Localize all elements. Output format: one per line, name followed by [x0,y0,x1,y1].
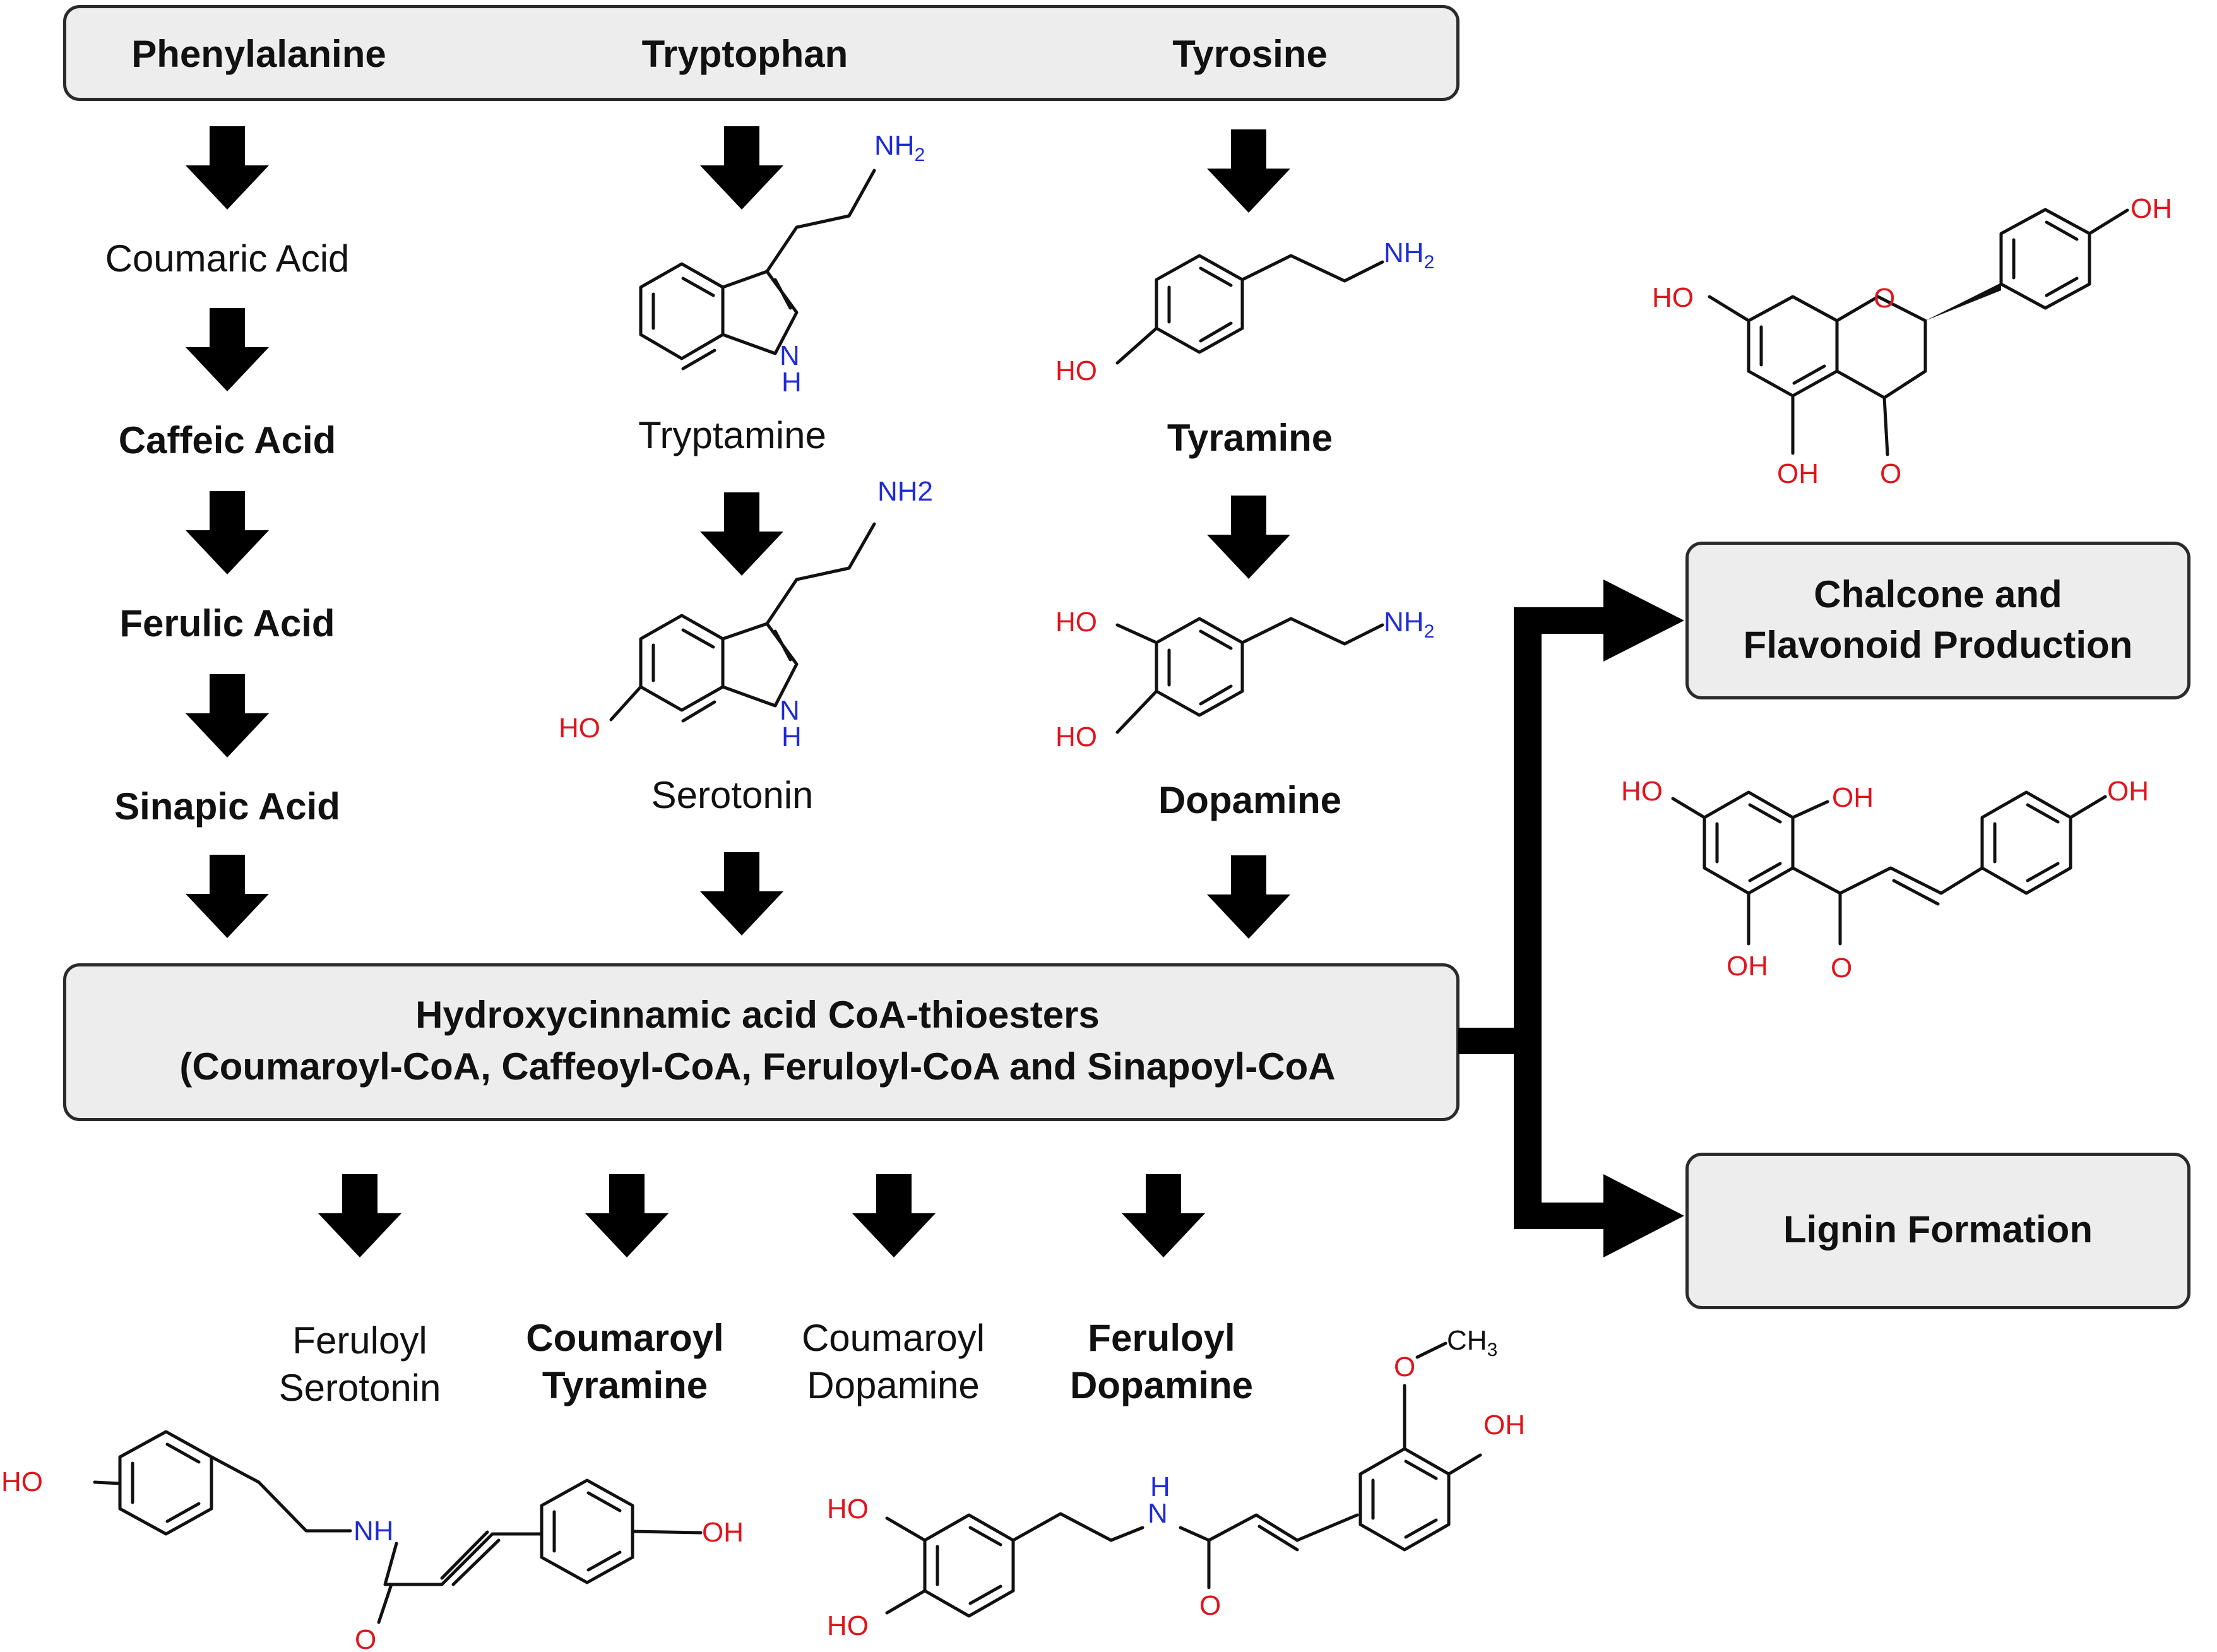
label-sinapic-acid: Sinapic Acid [114,785,340,828]
label-serotonin: Serotonin [651,774,814,816]
naringenin-structure [1708,208,2129,456]
product-name-line1: Feruloyl [292,1319,427,1362]
atom-oh: OH [2131,193,2172,224]
product-name-line2: Tyramine [542,1364,708,1406]
atom-ch3: CH3 [1447,1325,1497,1360]
atom-n: N [1148,1498,1168,1529]
atom-oh: OH [1483,1410,1525,1441]
atom-nh2: NH2 [1384,237,1434,273]
serotonin-structure [609,522,876,723]
atom-ho: HO [1621,776,1663,807]
atom-ho: HO [827,1494,869,1524]
amino-acids-box [63,5,1459,101]
product-name-line1: Feruloyl [1088,1317,1235,1359]
arrow-down [186,855,269,938]
arrow-down [585,1174,669,1257]
chalcone-label: Chalcone and [1814,573,2062,615]
label-tryptamine: Tryptamine [638,414,826,456]
label-ferulic-acid: Ferulic Acid [119,602,335,645]
atom-ho: HO [1055,607,1097,638]
tyramine-structure [1115,254,1384,365]
chalcone-structure [1671,790,2107,946]
label-phenylalanine: Phenylalanine [131,33,386,75]
atom-o: O [1199,1590,1221,1621]
label-coumaroyl-dopamine: Coumaroyl Dopamine [767,1314,1019,1409]
atom-nh: NH [354,1516,394,1547]
arrow-down [700,126,783,210]
product-name-line2: Dopamine [807,1364,980,1406]
label-caffeic-acid: Caffeic Acid [118,419,336,461]
atom-oh: OH [702,1517,744,1548]
atom-ho: HO [559,713,600,744]
wedge-bond [1925,283,2001,321]
arrow-down [186,308,269,391]
product-name-line2: Dopamine [1069,1364,1254,1406]
atom-h: H [1150,1471,1170,1502]
coa-thioesters-list: (Coumaroyl-CoA, Caffeoyl-CoA, Feruloyl-C… [179,1045,1336,1088]
arrow-down [700,852,783,936]
coumaroyl-tyramine-structure [93,1430,703,1624]
arrow-down [1207,129,1290,213]
label-feruloyl-dopamine: Feruloyl Dopamine [1035,1314,1288,1409]
atom-n: N [780,340,800,371]
lignin-label: Lignin Formation [1783,1208,2093,1251]
arrow-down [1207,855,1290,939]
product-name-line1: Coumaroyl [526,1317,724,1359]
atom-nh2: NH2 [1384,607,1434,642]
atom-h: H [782,722,802,752]
arrow-down [186,491,269,574]
atom-oh: OH [1777,458,1819,489]
arrow-down [852,1174,936,1257]
atom-ho: HO [1652,282,1694,313]
arrow-down [700,492,783,576]
product-name-line1: Coumaroyl [801,1317,985,1359]
label-coumaroyl-tyramine: Coumaroyl Tyramine [499,1314,751,1409]
label-tryptophan: Tryptophan [641,33,848,75]
atom-ho: HO [827,1610,869,1641]
atom-ho: HO [1055,355,1097,386]
atom-oh: OH [2107,776,2149,807]
arrow-down [1122,1174,1205,1257]
atom-oh: OH [1727,951,1768,982]
coa-thioesters-title: Hydroxycinnamic acid CoA-thioesters [415,994,1100,1036]
atom-h: H [782,367,802,398]
atom-oh: OH [1832,782,1874,813]
label-tyrosine: Tyrosine [1172,33,1328,75]
product-name-line2: Serotonin [278,1367,441,1409]
dopamine-structure [1115,617,1384,734]
atom-nh2: NH2 [874,130,925,165]
feruloyl-dopamine-structure [885,1341,1482,1618]
arrow-down [186,126,269,210]
atom-n: N [780,695,800,726]
chalcone-flavonoid-box [1685,542,2190,699]
label-coumaric-acid: Coumaric Acid [105,237,350,280]
atom-ho: HO [1,1466,43,1497]
atom-o: O [1874,283,1895,314]
atom-o: O [1880,458,1901,489]
label-tyramine: Tyramine [1167,417,1333,459]
arrow-down [1207,496,1290,579]
branch-arrow [1458,579,1684,1257]
atom-o: O [1394,1352,1415,1382]
coa-thioesters-box [63,963,1459,1121]
tryptamine-structure [639,169,876,371]
flavonoid-label: Flavonoid Production [1743,624,2133,666]
atom-ho: HO [1055,722,1097,752]
label-dopamine: Dopamine [1158,779,1342,821]
arrow-down [318,1174,401,1257]
label-feruloyl-serotonin: Feruloyl Serotonin [234,1317,486,1411]
lignin-box [1685,1153,2190,1309]
atom-o: O [355,1624,376,1652]
arrow-down [186,674,269,758]
atom-o: O [1831,953,1852,983]
atom-nh2: NH2 [877,476,933,507]
